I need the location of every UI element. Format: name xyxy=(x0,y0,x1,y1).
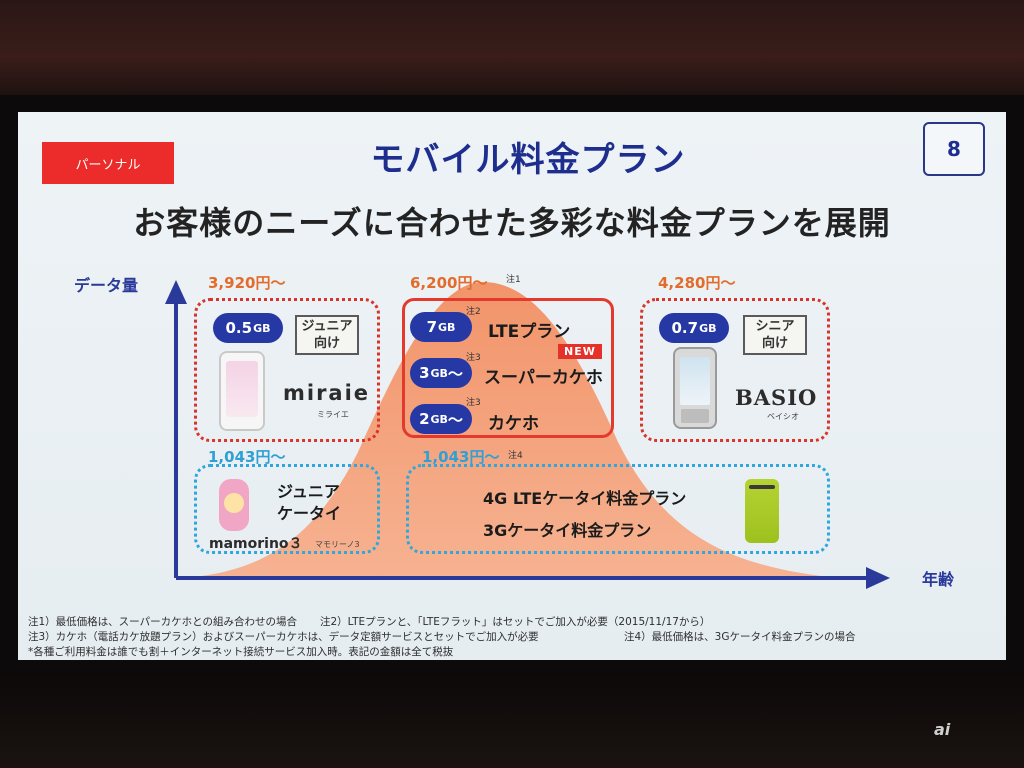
footnote-1: 注1）最低価格は、スーパーカケホとの組み合わせの場合 xyxy=(28,616,297,628)
lte-plan-price: 6,200円～ xyxy=(410,274,488,292)
mamorino-brand-logo: mamorino３ xyxy=(209,536,303,552)
new-badge: NEW xyxy=(558,344,602,359)
junior-data-unit: GB xyxy=(253,321,271,335)
plan-2gb-unit: GB xyxy=(430,412,448,426)
keitai-plan-price: 1,043円～ xyxy=(422,448,500,466)
plan-3gb-value: 3 xyxy=(419,364,430,382)
room-background-bottom xyxy=(0,672,1024,768)
age-data-chart xyxy=(165,280,890,589)
plan-2gb-suffix: ～ xyxy=(447,410,463,429)
plan-2gb-note: 注3 xyxy=(466,398,481,408)
footnote-4: 注4）最低価格は、3Gケータイ料金プランの場合 xyxy=(624,631,856,643)
basio-phone-image xyxy=(673,347,717,429)
miraie-phone-image xyxy=(219,351,265,431)
target-line-1: ジュニア xyxy=(301,319,353,334)
phone-keys xyxy=(681,409,709,423)
plan-super-kakeho-label: スーパーカケホ xyxy=(484,368,603,388)
basio-brand-logo: BASIO xyxy=(735,385,818,410)
plan-3gb-suffix: ～ xyxy=(447,364,463,383)
slide-subtitle: お客様のニーズに合わせた多彩な料金プランを展開 xyxy=(133,204,891,242)
lte-plans-box xyxy=(402,298,614,438)
lte-price-note: 注1 xyxy=(506,275,521,285)
junior-keitai-line-1: ジュニア xyxy=(277,482,340,501)
junior-keitai-label: ジュニアケータイ xyxy=(277,481,367,525)
junior-keitai-price: 1,043円～ xyxy=(208,448,286,466)
plan-7gb-unit: GB xyxy=(438,320,456,334)
watermark-logo: ai xyxy=(934,720,951,739)
junior-keitai-line-2: ケータイ xyxy=(277,504,342,523)
target-line-1: シニア xyxy=(755,319,795,334)
presentation-slide: パーソナル モバイル料金プラン 8 お客様のニーズに合わせた多彩な料金プランを展… xyxy=(18,112,1006,660)
slide-title: モバイル料金プラン xyxy=(370,140,686,180)
junior-keitai-box: ジュニアケータイ mamorino３ マモリーノ3 xyxy=(194,464,380,554)
page-number: 8 xyxy=(923,122,985,176)
room-background-top xyxy=(0,0,1024,95)
y-axis-arrow xyxy=(165,280,187,304)
phone-screen xyxy=(226,361,258,417)
mamorino-brand-kana: マモリーノ3 xyxy=(315,540,360,549)
mamorino-phone-image xyxy=(219,479,249,531)
plan-kakeho-label: カケホ xyxy=(488,414,539,434)
plan-7gb-note: 注2 xyxy=(466,307,481,317)
target-line-2: 向け xyxy=(761,336,788,351)
senior-plan-price: 4,280円～ xyxy=(658,274,736,292)
keitai-plan-4g: 4G LTEケータイ料金プラン xyxy=(483,489,687,508)
plan-lte-label: LTEプラン xyxy=(488,322,571,342)
senior-data-unit: GB xyxy=(699,321,717,335)
senior-target-label: シニア向け xyxy=(743,315,807,355)
phone-speaker xyxy=(749,485,775,489)
phone-face xyxy=(224,493,244,513)
keitai-plans-box: 4G LTEケータイ料金プラン 3Gケータイ料金プラン xyxy=(406,464,830,554)
keitai-plan-3g: 3Gケータイ料金プラン xyxy=(483,521,652,540)
senior-data-value: 0.7 xyxy=(671,319,699,337)
keitai-price-note: 注4 xyxy=(508,451,523,461)
footnote-5: *各種ご利用料金は誰でも割＋インターネット接続サービス加入時。表記の金額は全て税… xyxy=(28,646,454,658)
junior-data-value: 0.5 xyxy=(225,319,253,337)
plan-3gb-unit: GB xyxy=(430,366,448,380)
plan-2gb-value: 2 xyxy=(419,410,430,428)
category-tag: パーソナル xyxy=(42,142,174,184)
junior-plan-price: 3,920円～ xyxy=(208,274,286,292)
miraie-brand-logo: miraie xyxy=(283,381,371,405)
x-axis-arrow xyxy=(866,567,890,589)
y-axis-label: データ量 xyxy=(74,276,139,295)
plan-7gb-value: 7 xyxy=(426,318,437,336)
target-line-2: 向け xyxy=(313,336,340,351)
phone-screen xyxy=(680,357,710,405)
miraie-brand-kana: ミライエ xyxy=(317,410,349,419)
basio-brand-kana: ベイシオ xyxy=(767,412,799,421)
footnote-2: 注2）LTEプランと、「LTEフラット」はセットでご加入が必要（2015/11/… xyxy=(320,616,711,628)
keitai-phone-image xyxy=(745,479,779,543)
footnote-3: 注3）カケホ（電話カケ放題プラン）およびスーパーカケホは、データ定額サービスとセ… xyxy=(28,631,539,643)
plan-3gb-note: 注3 xyxy=(466,353,481,363)
x-axis-label: 年齢 xyxy=(922,570,955,589)
usage-mountain-shape xyxy=(178,282,838,578)
junior-target-label: ジュニア向け xyxy=(295,315,359,355)
